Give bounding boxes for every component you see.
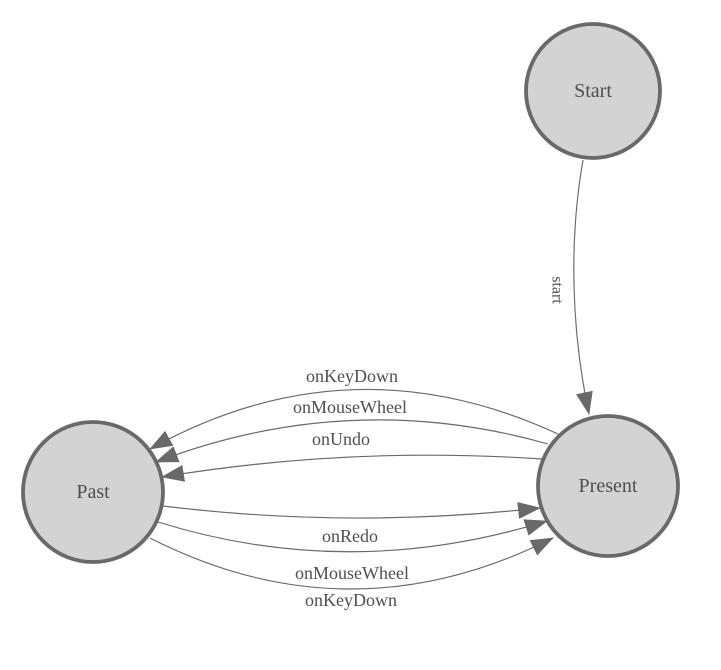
edge-past-to-present-onredo: [162, 501, 541, 519]
edge-label-onredo: onRedo: [322, 526, 378, 546]
edge-label-onkeydown-bottom: onKeyDown: [305, 590, 397, 610]
node-past-label: Past: [76, 481, 110, 503]
node-past: Past: [21, 420, 165, 564]
node-start-circle: [524, 22, 662, 160]
edge-present-to-past-onmousewheel: [155, 419, 549, 463]
node-present-label: Present: [579, 475, 638, 497]
node-present: Present: [536, 414, 680, 558]
edge-label-onmousewheel-top: onMouseWheel: [293, 397, 407, 417]
node-start-label: Start: [574, 80, 612, 102]
edge-past-to-present-onmousewheel: [157, 519, 548, 553]
edge-past-to-present-onkeydown: [149, 537, 554, 590]
edge-start-to-present: [573, 159, 593, 415]
node-past-circle: [21, 420, 165, 564]
node-start: Start: [524, 22, 662, 160]
edge-present-to-past-onkeydown: [149, 388, 559, 450]
edge-label-onkeydown-top: onKeyDown: [306, 366, 398, 386]
edge-label-start: start: [548, 276, 565, 304]
node-present-circle: [536, 414, 680, 558]
edge-label-onundo: onUndo: [312, 429, 370, 449]
edge-present-to-past-onundo: [161, 454, 543, 482]
edge-label-onmousewheel-bottom: onMouseWheel: [295, 563, 409, 583]
